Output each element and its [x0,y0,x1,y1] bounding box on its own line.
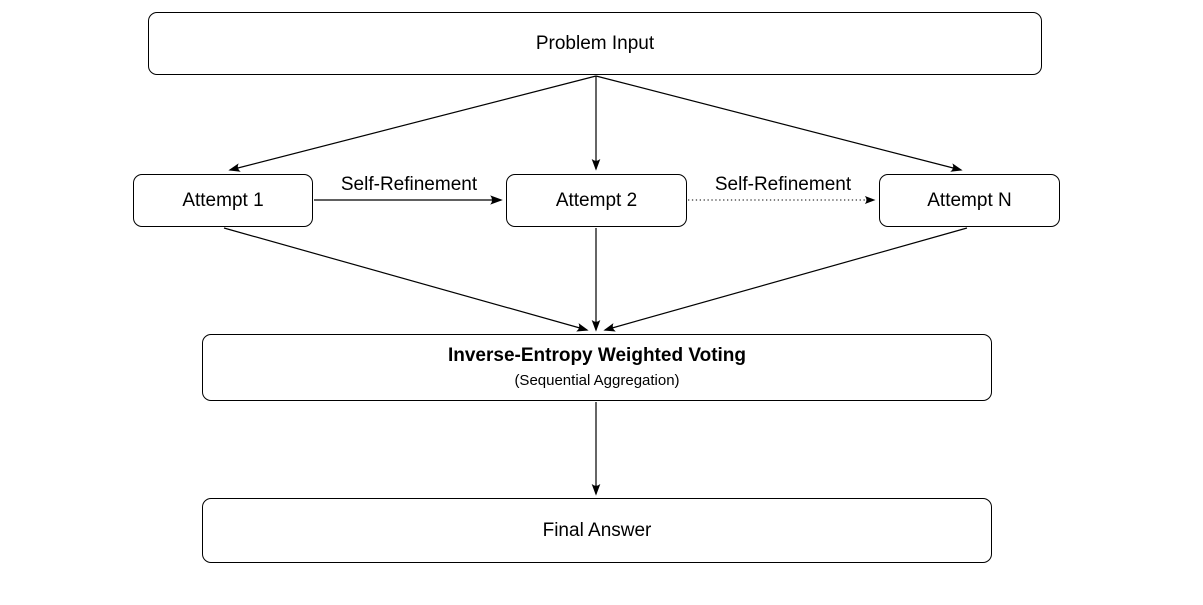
node-attempt-n-label: Attempt N [927,189,1012,211]
node-problem-input-label: Problem Input [535,32,655,54]
node-attempt-1: Attempt 1 [133,174,313,227]
edge-label-self-refinement-1: Self-Refinement [340,174,478,195]
node-attempt-1-label: Attempt 1 [182,189,264,211]
edge-attemptn-to-voting [603,227,968,332]
node-voting: Inverse-Entropy Weighted Voting (Sequent… [202,334,992,401]
node-final-answer: Final Answer [202,498,992,563]
node-problem-input: Problem Input [148,12,1042,75]
node-voting-title: Inverse-Entropy Weighted Voting [447,345,747,367]
node-attempt-2-label: Attempt 2 [555,189,638,211]
node-voting-subtitle: (Sequential Aggregation) [514,372,680,390]
edge-problem-to-attemptn [595,75,963,172]
node-attempt-2: Attempt 2 [506,174,687,227]
node-attempt-n: Attempt N [879,174,1060,227]
edge-label-self-refinement-2: Self-Refinement [714,174,852,195]
edge-problem-to-attempt1 [228,75,597,172]
node-final-answer-label: Final Answer [542,519,652,541]
edge-attempt1-to-voting [223,227,589,332]
